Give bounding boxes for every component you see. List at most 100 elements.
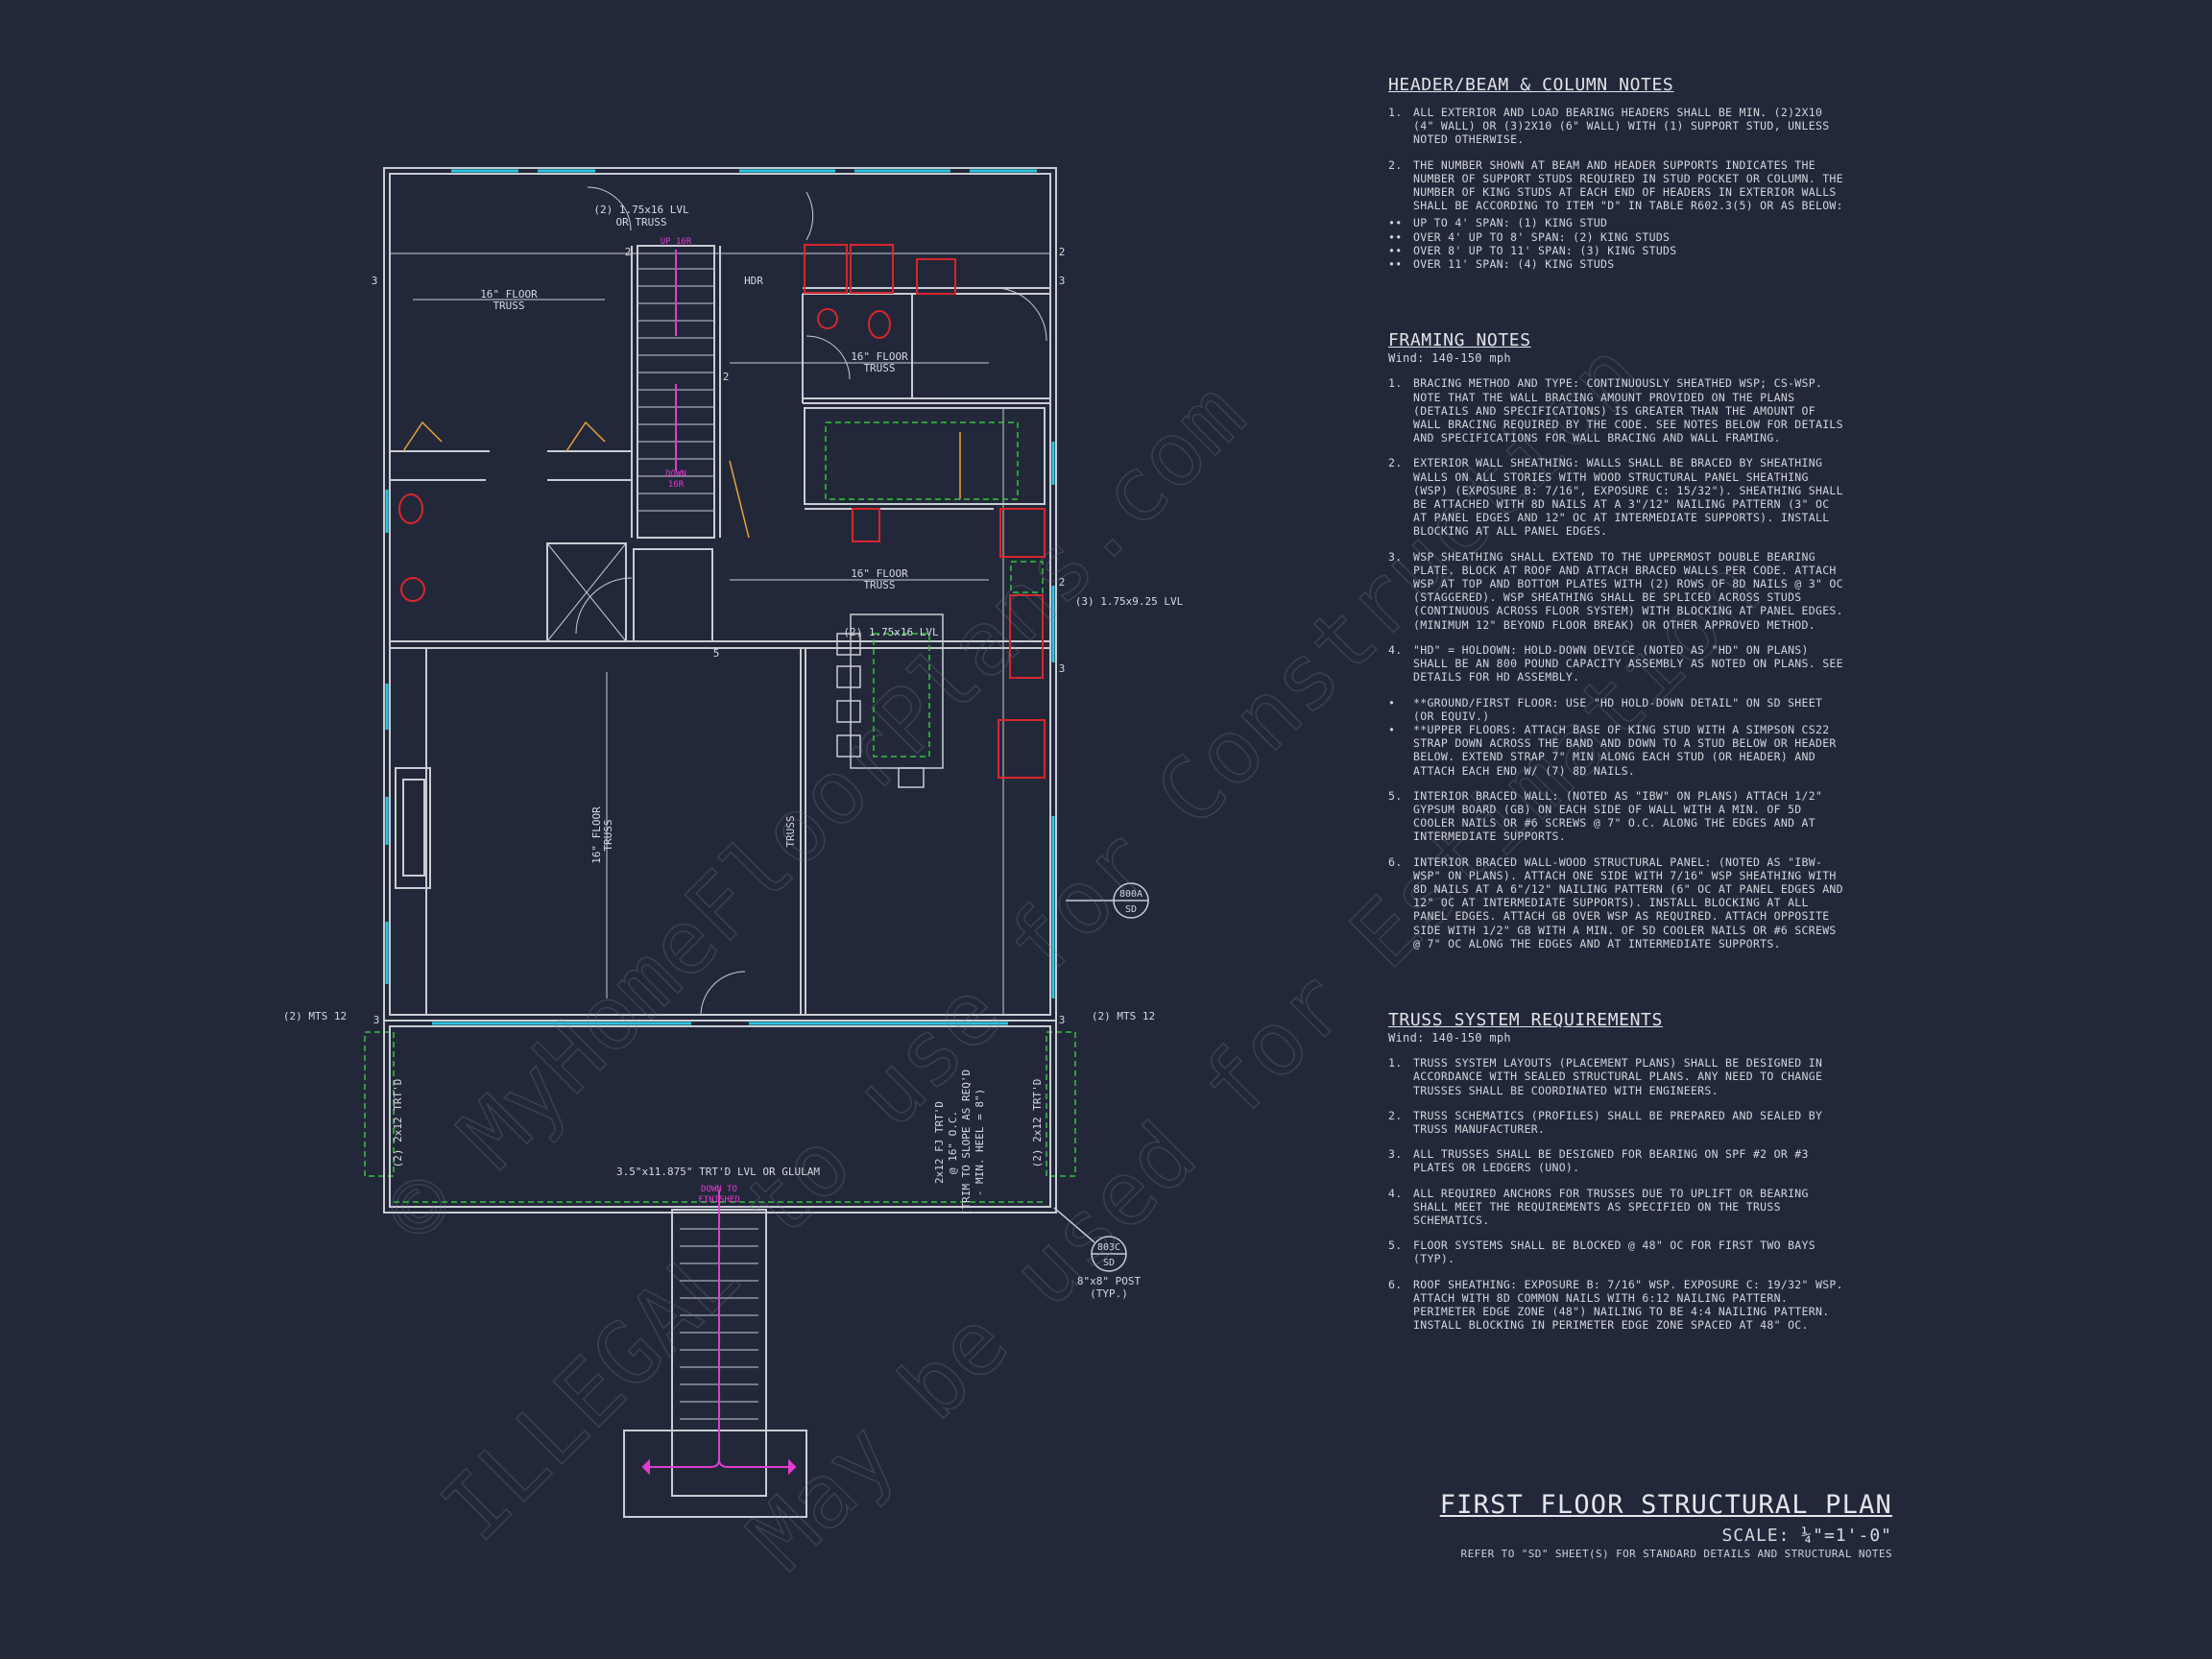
title-block: FIRST FLOOR STRUCTURAL PLAN SCALE: ¼"=1'…	[1440, 1490, 1892, 1560]
truss-notes-title: TRUSS SYSTEM REQUIREMENTS	[1388, 1009, 1663, 1030]
note-text: INTERIOR BRACED WALL: (NOTED AS "IBW" ON…	[1413, 788, 1823, 844]
plan-windows	[385, 169, 1055, 1025]
callout-803c: 803C	[1097, 1242, 1120, 1253]
note-item: 4. "HD" = HOLDOWN: HOLD-DOWN DEVICE (NOTE…	[1388, 643, 1849, 685]
note-number: •	[1388, 695, 1396, 709]
note-text: "HD" = HOLDOWN: HOLD-DOWN DEVICE (NOTED …	[1413, 642, 1843, 685]
note-number: 6.	[1388, 1277, 1403, 1291]
label-mts-left: (2) MTS 12	[283, 1010, 347, 1022]
note-number: 5.	[1388, 1238, 1403, 1253]
note-number: 2.	[1388, 456, 1403, 470]
label-truss-vertical: TRUSS	[602, 819, 614, 851]
label-floor-truss-b: 16" FLOOR	[851, 350, 908, 363]
note-item: 5. FLOOR SYSTEMS SHALL BE BLOCKED @ 48" O…	[1388, 1238, 1849, 1265]
label-fj-3: (TRIM TO SLOPE AS REQ'D	[960, 1070, 973, 1215]
label-truss-b: TRUSS	[863, 362, 895, 374]
note-number: 3.	[1388, 549, 1403, 564]
label-or-truss: OR TRUSS	[616, 216, 667, 228]
note-item: 4.ALL REQUIRED ANCHORS FOR TRUSSES DUE T…	[1388, 1187, 1849, 1228]
note-number: 2.	[1388, 157, 1403, 172]
stud-count-3b: 3	[1059, 275, 1066, 287]
note-text: TRUSS SCHEMATICS (PROFILES) SHALL BE PRE…	[1413, 1108, 1823, 1136]
note-text: TRUSS SYSTEM LAYOUTS (PLACEMENT PLANS) S…	[1413, 1056, 1823, 1097]
header-notes-list: 1. ALL EXTERIOR AND LOAD BEARING HEADERS …	[1388, 106, 1849, 212]
callout-800a-sd: SD	[1125, 904, 1137, 915]
stud-count-3c: 3	[1059, 662, 1066, 675]
plan-text: (2) 1.75x16 LVL OR TRUSS UP 16R DOWN 16R…	[283, 204, 1184, 1300]
king-stud-bullet: ••OVER 8' UP TO 11' SPAN: (3) KING STUDS	[1388, 243, 1677, 257]
note-text: THE NUMBER SHOWN AT BEAM AND HEADER SUPP…	[1413, 157, 1843, 213]
sheet-scale: SCALE: ¼"=1'-0"	[1721, 1526, 1892, 1546]
notes-column: HEADER/BEAM & COLUMN NOTES 1. ALL EXTERIO…	[1388, 75, 1849, 1343]
label-stair-up: UP 16R	[661, 237, 692, 247]
note-text: FLOOR SYSTEMS SHALL BE BLOCKED @ 48" OC …	[1413, 1238, 1815, 1266]
note-number: 6.	[1388, 854, 1403, 869]
note-item: 3. ALL TRUSSES SHALL BE DESIGNED FOR BEAR…	[1388, 1147, 1849, 1174]
note-item: 6. INTERIOR BRACED WALL-WOOD STRUCTURAL P…	[1388, 855, 1849, 950]
note-number: 5.	[1388, 788, 1403, 803]
king-stud-bullet: ••OVER 11' SPAN: (4) KING STUDS	[1388, 257, 1615, 272]
label-stair-down: DOWN	[665, 469, 686, 479]
label-mts-right: (2) MTS 12	[1092, 1010, 1155, 1022]
note-number: 1.	[1388, 376, 1403, 391]
label-lvl-right: (3) 1.75x9.25 LVL	[1075, 595, 1184, 608]
stud-count-2b: 2	[1059, 246, 1066, 258]
note-text: ALL TRUSSES SHALL BE DESIGNED FOR BEARIN…	[1413, 1147, 1809, 1175]
note-item: 1. BRACING METHOD AND TYPE: CONTINUOUSLY …	[1388, 376, 1849, 445]
note-number: 1.	[1388, 106, 1403, 119]
note-text: EXTERIOR WALL SHEATHING: WALLS SHALL BE …	[1413, 456, 1843, 539]
note-number: 2.	[1388, 1108, 1403, 1122]
note-number: 4.	[1388, 1186, 1403, 1200]
label-post: 8"x8" POST	[1077, 1275, 1142, 1287]
label-glulam: 3.5"x11.875" TRT'D LVL OR GLULAM	[616, 1166, 820, 1178]
bullet-text: UP TO 4' SPAN: (1) KING STUD	[1413, 216, 1608, 230]
note-text: **UPPER FLOORS: ATTACH BASE OF KING STUD…	[1413, 722, 1837, 778]
truss-notes-wind: Wind: 140-150 mph	[1388, 1030, 1511, 1045]
label-truss-c: TRUSS	[863, 579, 895, 591]
note-text: **GROUND/FIRST FLOOR: USE "HD HOLD-DOWN …	[1413, 695, 1823, 723]
plan-fixtures	[398, 244, 1046, 779]
sheet-reference: REFER TO "SD" SHEET(S) FOR STANDARD DETA…	[1460, 1548, 1892, 1560]
label-floor-truss-c: 16" FLOOR	[851, 567, 908, 580]
king-stud-bullet: ••UP TO 4' SPAN: (1) KING STUD	[1388, 216, 1608, 230]
framing-notes-list: 1. BRACING METHOD AND TYPE: CONTINUOUSLY …	[1388, 376, 1849, 950]
callout-800a: 800A	[1119, 889, 1142, 900]
note-item: •**UPPER FLOORS: ATTACH BASE OF KING STU…	[1388, 723, 1849, 778]
note-number: 1.	[1388, 1056, 1403, 1070]
note-item: • **GROUND/FIRST FLOOR: USE "HD HOLD-DOWN…	[1388, 696, 1849, 723]
header-notes-title: HEADER/BEAM & COLUMN NOTES	[1388, 75, 1674, 95]
callout-803c-sd: SD	[1103, 1258, 1115, 1268]
bullet-text: OVER 11' SPAN: (4) KING STUDS	[1413, 257, 1615, 272]
note-text: INTERIOR BRACED WALL-WOOD STRUCTURAL PAN…	[1413, 854, 1843, 950]
bullet-text: OVER 4' UP TO 8' SPAN: (2) KING STUDS	[1413, 229, 1671, 244]
note-number: 4.	[1388, 642, 1403, 657]
label-stair-down-16r: 16R	[668, 480, 685, 490]
label-finished: FINISHED	[698, 1195, 739, 1205]
label-down-to: DOWN TO	[701, 1185, 737, 1194]
stair-direction-arrows	[641, 250, 797, 1476]
stud-count-3a: 3	[372, 275, 378, 287]
label-truss-right: TRUSS	[784, 815, 797, 847]
plan-doors	[402, 421, 961, 539]
header-notes-bullets: ••UP TO 4' SPAN: (1) KING STUD••OVER 4' …	[1388, 216, 1849, 271]
dimension-lines	[413, 299, 989, 998]
label-hdr: HDR	[744, 275, 763, 287]
note-text: ALL EXTERIOR AND LOAD BEARING HEADERS SH…	[1413, 106, 1830, 147]
label-floor-truss-vertical: 16" FLOOR	[590, 806, 603, 864]
stud-count-5: 5	[713, 647, 720, 660]
note-text: BRACING METHOD AND TYPE: CONTINUOUSLY SH…	[1413, 376, 1843, 445]
stud-count-2a: 2	[625, 246, 632, 258]
framing-notes-title: FRAMING NOTES	[1388, 330, 1531, 351]
detail-callouts	[1053, 882, 1149, 1272]
label-trtd-left: (2) 2x12 TRT'D	[392, 1079, 404, 1168]
note-item: 3. WSP SHEATHING SHALL EXTEND TO THE UPPE…	[1388, 550, 1849, 632]
label-fj-2: @ 16" O.C.	[947, 1111, 959, 1174]
label-fj-1: 2x12 FJ TRT'D	[933, 1101, 946, 1184]
note-text: WSP SHEATHING SHALL EXTEND TO THE UPPERM…	[1413, 549, 1843, 632]
stud-count-2d: 2	[1059, 576, 1066, 589]
label-truss-a: TRUSS	[493, 300, 524, 312]
note-number: 3.	[1388, 1147, 1403, 1162]
label-lvl-top: (2) 1.75x16 LVL	[593, 204, 689, 216]
kitchen-island	[836, 613, 944, 788]
